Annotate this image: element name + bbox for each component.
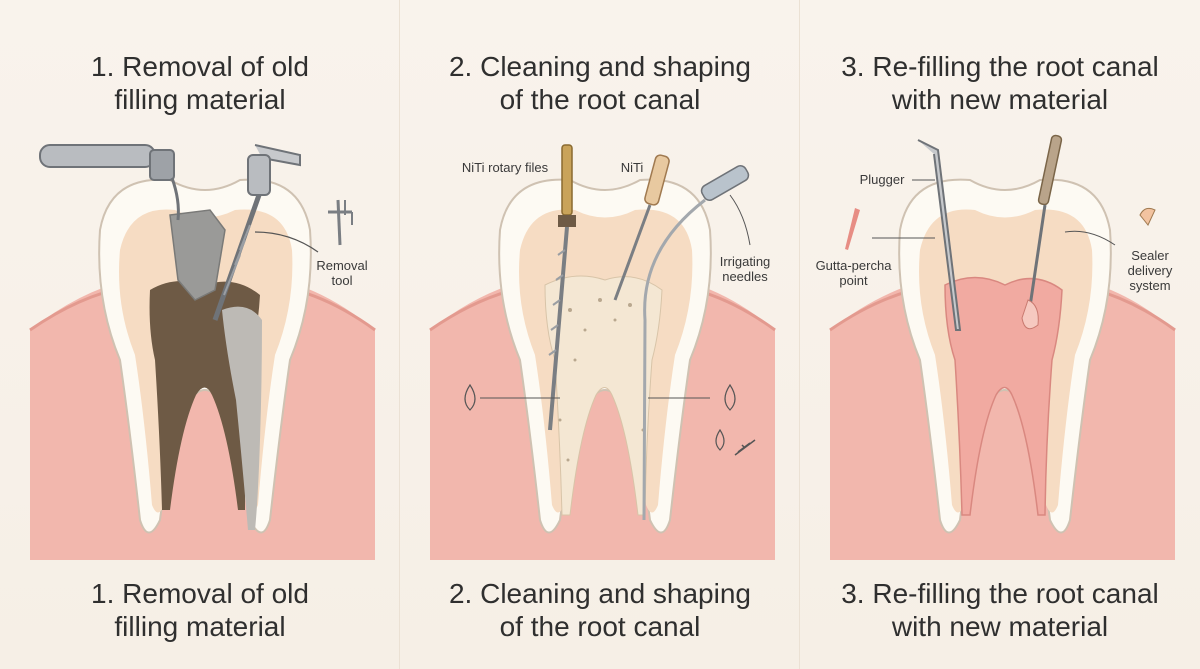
syringe-icon xyxy=(734,439,756,456)
label-sealer-delivery-system: Sealer delivery system xyxy=(1127,248,1173,293)
niti-instrument-icon xyxy=(613,154,670,301)
label-plugger: Plugger xyxy=(859,172,905,187)
refilling-illustration xyxy=(829,134,1176,560)
handpiece-icon xyxy=(39,144,180,221)
label-niti: NiTi xyxy=(620,160,644,175)
gutta-percha-point-icon xyxy=(845,208,860,250)
label-gutta-percha-point: Gutta-percha point xyxy=(815,258,892,288)
panel-removal: 1. Removal of old filling material xyxy=(0,0,400,669)
removal-drill-icon xyxy=(212,144,301,321)
panel-3-caption: 3. Re-filling the root canal with new ma… xyxy=(841,578,1159,642)
sealer-instrument-icon xyxy=(1021,134,1063,330)
droplet-icon xyxy=(724,383,736,411)
label-niti-rotary-files: NiTi rotary files xyxy=(461,160,549,175)
panel-2-caption: 2. Cleaning and shaping of the root cana… xyxy=(448,578,751,642)
panel-1-caption: 1. Removal of old filling material xyxy=(91,578,309,642)
niti-rotary-file-icon xyxy=(548,144,576,431)
new-filling-material xyxy=(944,276,1063,516)
irrigating-needle-icon xyxy=(642,165,750,521)
gray-filling xyxy=(169,209,226,301)
cleaned-root-canal xyxy=(544,275,663,516)
panel-3-title: 3. Re-filling the root canal with new ma… xyxy=(841,51,1159,115)
label-irrigating-needles: Irrigating needles xyxy=(719,254,771,284)
sealer-delivery-icon xyxy=(1139,207,1156,226)
label-removal-tool: Removal tool xyxy=(316,258,368,288)
debris-particles xyxy=(558,298,645,462)
panel-1-title: 1. Removal of old filling material xyxy=(91,51,309,115)
plugger-icon xyxy=(917,139,962,331)
cleaned-canal-section xyxy=(222,306,262,530)
droplet-icon xyxy=(464,383,476,411)
panel-cleaning: 2. Cleaning and shaping of the root cana… xyxy=(400,0,800,669)
droplet-icon xyxy=(715,428,725,451)
panel-2-title: 2. Cleaning and shaping of the root cana… xyxy=(448,51,751,115)
panel-refilling: 3. Re-filling the root canal with new ma… xyxy=(800,0,1200,669)
cleaning-illustration xyxy=(429,144,776,560)
removal-illustration xyxy=(29,144,376,560)
removal-tool-icon xyxy=(328,199,353,246)
